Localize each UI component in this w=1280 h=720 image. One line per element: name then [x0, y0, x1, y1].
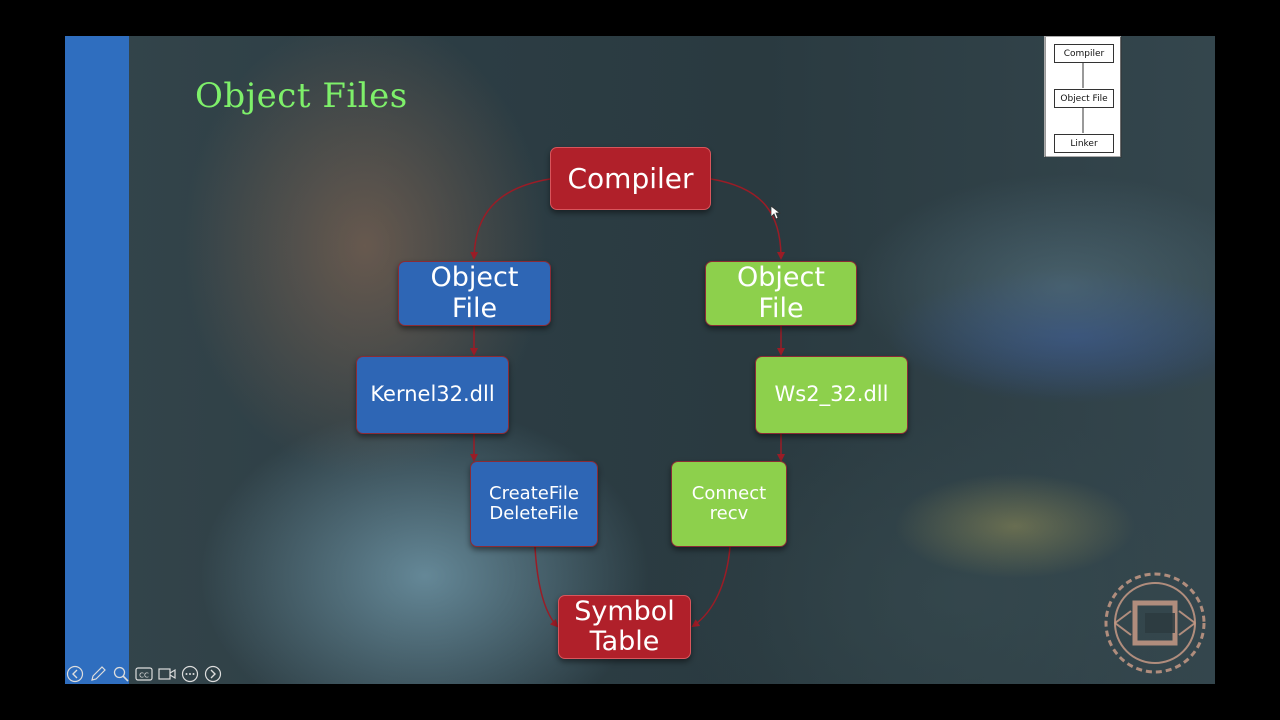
more-icon [181, 665, 199, 683]
next-slide-button[interactable] [203, 664, 223, 684]
slide-title: Object Files [195, 76, 408, 116]
video-button[interactable] [157, 664, 177, 684]
ws2-32-dll-node: Ws2_32.dll [755, 356, 908, 434]
more-options-button[interactable] [180, 664, 200, 684]
diagram-thumbnail: Compiler Object File Linker [1044, 36, 1122, 158]
kernel-functions-node: CreateFile DeleteFile [470, 461, 598, 547]
captions-icon: CC [135, 667, 153, 681]
arrow-right-icon [204, 665, 222, 683]
video-icon [158, 668, 176, 680]
previous-slide-button[interactable] [65, 664, 85, 684]
arrow-ws2-functions-to-symbol-table [691, 546, 731, 628]
object-file-right-node: Object File [705, 261, 857, 326]
object-file-left-node: Object File [398, 261, 551, 326]
thumbnail-compiler-box: Compiler [1054, 44, 1114, 63]
kernel32-dll-node: Kernel32.dll [356, 356, 509, 434]
compiler-node: Compiler [550, 147, 711, 210]
mouse-cursor-icon [771, 206, 781, 220]
flow-arrows [470, 178, 785, 628]
zoom-icon [113, 666, 129, 682]
thumbnail-arrows [1045, 37, 1122, 158]
ws2-functions-node: Connect recv [671, 461, 787, 547]
arrow-left-icon [66, 665, 84, 683]
captions-button[interactable]: CC [134, 664, 154, 684]
thumbnail-linker-box: Linker [1054, 134, 1114, 153]
presenter-toolbar: CC [65, 664, 223, 684]
zoom-button[interactable] [111, 664, 131, 684]
arrow-compiler-to-object-right [710, 178, 785, 260]
arrow-compiler-to-object-left [470, 178, 551, 260]
pen-tool-button[interactable] [88, 664, 108, 684]
svg-text:CC: CC [139, 672, 149, 680]
presentation-slide: Object Files Compiler Object File Object… [65, 36, 1215, 684]
symbol-table-node: Symbol Table [558, 595, 691, 659]
pen-icon [91, 666, 106, 681]
arrow-kernel-functions-to-symbol-table [534, 546, 559, 628]
slide-accent-bar [65, 36, 129, 684]
channel-logo-icon [1104, 572, 1206, 674]
thumbnail-object-file-box: Object File [1054, 89, 1114, 108]
